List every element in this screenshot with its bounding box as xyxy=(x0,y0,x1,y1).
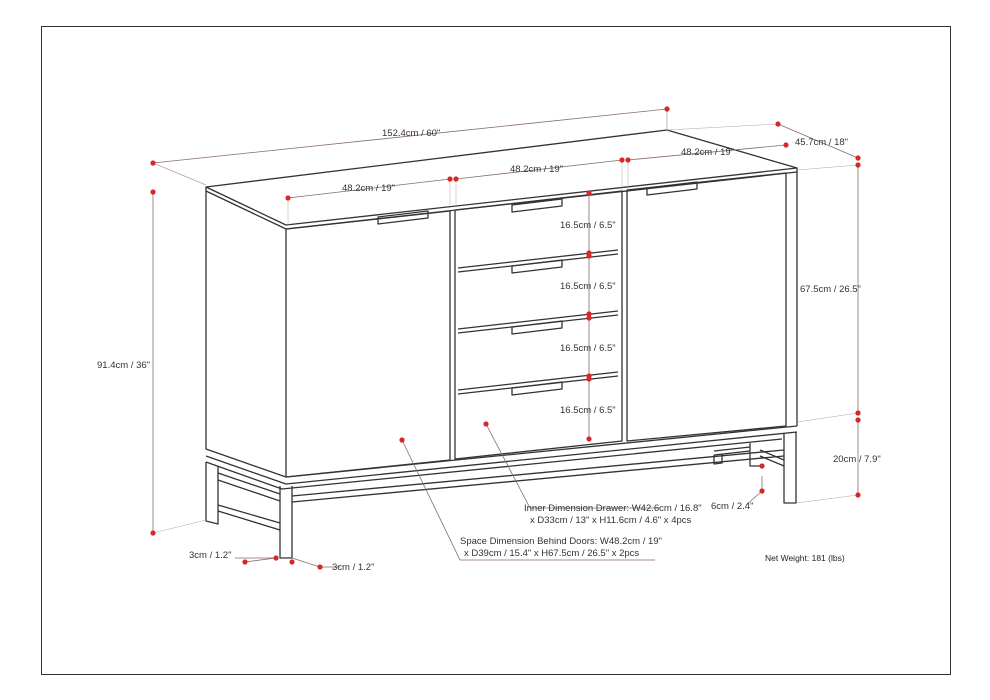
leader-inner-drawer xyxy=(485,423,660,509)
net-weight-value: 181 (lbs) xyxy=(811,553,845,563)
note-inner-drawer-line2: x D33cm / 13" x H11.6cm / 4.6" x 4pcs xyxy=(530,515,692,526)
label-drawer-height-1: 16.5cm / 6.5" xyxy=(560,220,616,231)
handle-right-door xyxy=(646,181,698,196)
drawer-divider-2 xyxy=(457,310,619,334)
dim-depth xyxy=(777,123,859,159)
sideboard-base xyxy=(205,431,798,559)
left-door xyxy=(285,210,451,478)
label-overall-depth: 45.7cm / 18" xyxy=(795,137,849,148)
note-inner-drawer-line1: Inner Dimension Drawer: W42.6cm / 16.8" xyxy=(524,503,702,514)
label-leg-height: 20cm / 7.9" xyxy=(833,454,881,465)
label-leg-gap: 6cm / 2.4" xyxy=(711,501,754,512)
label-right-door-width: 48.2cm / 19" xyxy=(681,147,735,158)
net-weight: Net Weight: 181 (lbs) xyxy=(765,553,845,563)
leg-front-right xyxy=(783,432,797,504)
sideboard-body xyxy=(205,129,798,478)
note-behind-doors-line1: Space Dimension Behind Doors: W48.2cm / … xyxy=(460,536,662,547)
label-drawer-height-3: 16.5cm / 6.5" xyxy=(560,343,616,354)
top-edge xyxy=(205,168,798,230)
handle-drawer-1 xyxy=(511,198,563,213)
leader-behind-doors xyxy=(401,439,655,561)
leg-back-left xyxy=(205,462,219,525)
leg-back-right xyxy=(749,443,760,467)
drawer-frame xyxy=(454,190,623,460)
label-drawer-height-4: 16.5cm / 6.5" xyxy=(560,405,616,416)
drawer-divider-3 xyxy=(457,371,619,395)
label-drawer-height-2: 16.5cm / 6.5" xyxy=(560,281,616,292)
right-door xyxy=(626,172,787,442)
dim-overall-width xyxy=(152,108,668,164)
label-leg-front-width: 3cm / 1.2" xyxy=(189,550,232,561)
diagram-frame xyxy=(41,26,951,675)
net-weight-label: Net Weight: xyxy=(765,553,810,563)
leg-front-left xyxy=(279,486,293,559)
dimension-markers xyxy=(150,106,861,570)
dim-right-door-width xyxy=(627,144,787,161)
label-drawer-width: 48.2cm / 19" xyxy=(510,164,564,175)
label-overall-height: 91.4cm / 36" xyxy=(97,360,151,371)
label-left-door-width: 48.2cm / 19" xyxy=(342,183,396,194)
handle-drawer-3 xyxy=(511,320,563,335)
label-overall-width: 152.4cm / 60" xyxy=(382,128,441,139)
handle-drawer-2 xyxy=(511,259,563,274)
dim-drawer-width xyxy=(455,159,623,180)
top-surface xyxy=(205,129,798,226)
dimension-lines xyxy=(152,108,859,568)
handle-left-door xyxy=(377,210,429,225)
label-cabinet-height: 67.5cm / 26.5" xyxy=(800,284,861,295)
drawer-divider-1 xyxy=(457,249,619,273)
left-side-panel xyxy=(205,191,287,478)
handle-drawer-4 xyxy=(511,381,563,396)
dim-left-door-width xyxy=(287,178,451,199)
label-leg-side-width: 3cm / 1.2" xyxy=(332,562,375,573)
note-behind-doors-line2: x D39cm / 15.4" x H67.5cm / 26.5" x 2pcs xyxy=(464,548,640,559)
